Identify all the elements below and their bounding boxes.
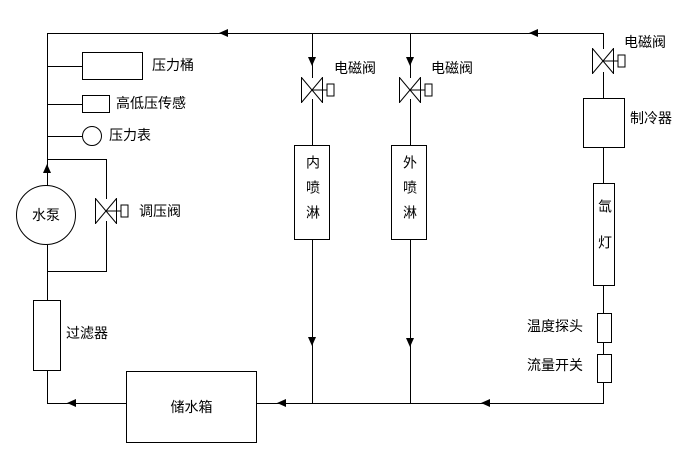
pressure-sensor-box <box>82 95 110 113</box>
pressure-tank-box <box>82 52 143 80</box>
water-pump-label: 水泵 <box>32 208 60 224</box>
pressure-gauge-circle <box>82 126 102 146</box>
flow-arrow-icon <box>481 399 490 407</box>
pipe-line <box>47 245 48 301</box>
flow-switch-box <box>597 354 612 383</box>
solenoid-valve-outer-icon <box>399 77 433 103</box>
regulating-valve-label: 调压阀 <box>139 204 181 220</box>
outer-spray-label: 外喷淋 <box>401 155 417 230</box>
pipe-line <box>47 271 107 272</box>
pipe-line <box>312 33 313 78</box>
storage-tank-box: 储水箱 <box>126 371 257 443</box>
cooler-box <box>583 98 625 148</box>
flow-arrow-icon <box>406 338 414 347</box>
cooler-label: 制冷器 <box>630 111 672 127</box>
solenoid-valve-right-label: 电磁阀 <box>624 35 666 51</box>
pipe-line <box>47 33 604 34</box>
solenoid-valve-outer-label: 电磁阀 <box>431 61 473 77</box>
pipe-line <box>106 221 107 272</box>
pipe-line <box>603 147 604 184</box>
pipe-line <box>257 403 604 404</box>
pipe-line <box>410 239 411 404</box>
pressure-sensor-label: 高低压传感 <box>116 96 186 112</box>
pipe-line <box>47 370 48 404</box>
filter-box <box>33 300 61 371</box>
solenoid-valve-inner-label: 电磁阀 <box>334 61 376 77</box>
pipe-line <box>106 159 107 199</box>
xenon-lamp-label: 氙灯 <box>596 198 612 271</box>
pipe-line <box>312 99 313 146</box>
pipe-line <box>410 99 411 146</box>
pipe-line <box>603 33 604 49</box>
pipe-line <box>47 136 82 137</box>
pipe-line <box>47 403 127 404</box>
pipe-line <box>47 66 82 67</box>
outer-spray-box: 外喷淋 <box>391 145 427 240</box>
pipe-line <box>312 239 313 404</box>
solenoid-valve-right-icon <box>592 48 626 74</box>
regulating-valve-icon <box>95 198 129 224</box>
flow-arrow-icon <box>308 57 316 66</box>
pipe-line <box>603 72 604 99</box>
flow-arrow-icon <box>43 164 51 173</box>
flow-arrow-icon <box>308 337 316 346</box>
temperature-probe-box <box>597 313 612 343</box>
flow-arrow-icon <box>67 399 76 407</box>
pipe-line <box>603 285 604 314</box>
flow-arrow-icon <box>529 29 538 37</box>
inner-spray-label: 内喷淋 <box>304 155 320 230</box>
pipe-line <box>47 159 107 160</box>
water-pump-circle: 水泵 <box>16 185 76 245</box>
pipe-line <box>47 104 82 105</box>
pipe-line <box>603 342 604 355</box>
inner-spray-box: 内喷淋 <box>294 145 330 240</box>
pressure-tank-label: 压力桶 <box>152 58 194 74</box>
xenon-lamp-box: 氙灯 <box>593 183 615 286</box>
storage-tank-label: 储水箱 <box>170 400 213 416</box>
pressure-gauge-label: 压力表 <box>109 128 151 144</box>
flow-arrow-icon <box>406 57 414 66</box>
pipe-line <box>603 382 604 404</box>
pipe-line <box>410 33 411 78</box>
temperature-probe-label: 温度探头 <box>527 319 583 335</box>
pipe-line <box>47 33 48 186</box>
flow-arrow-icon <box>277 399 286 407</box>
flow-switch-label: 流量开关 <box>527 358 583 374</box>
solenoid-valve-inner-icon <box>301 77 335 103</box>
filter-label: 过滤器 <box>66 326 108 342</box>
flow-arrow-icon <box>219 29 228 37</box>
